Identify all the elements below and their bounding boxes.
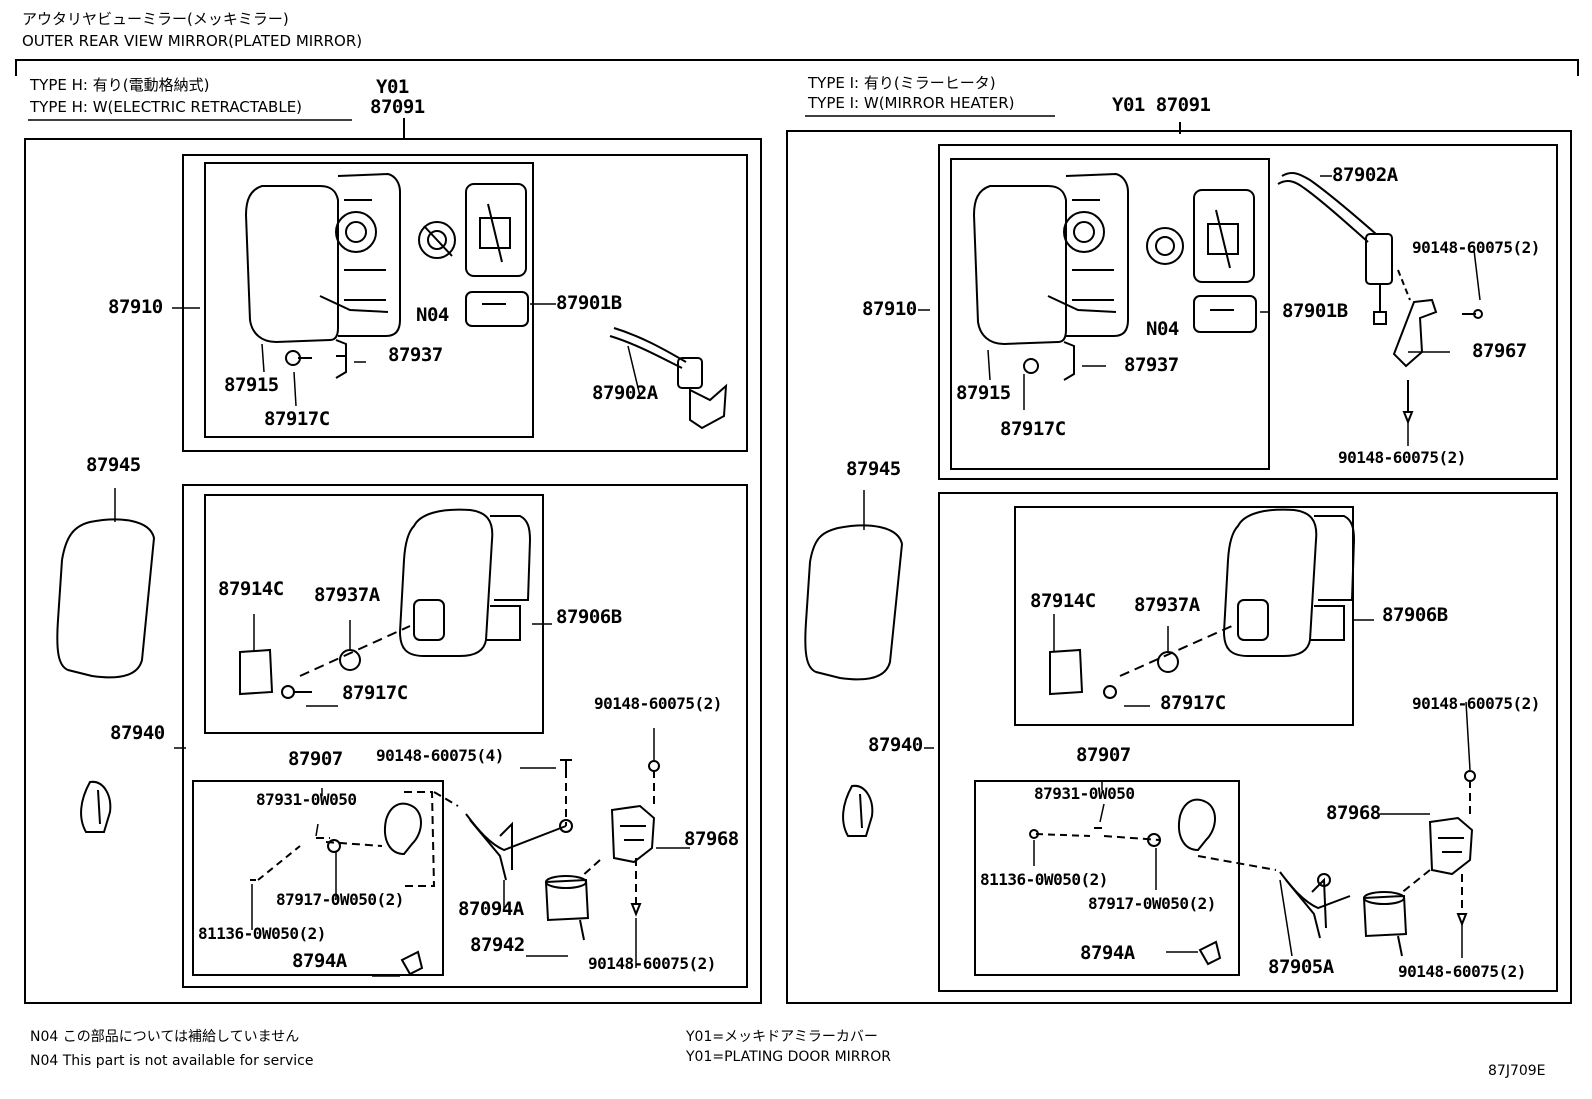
left-part-87940: 87940 — [110, 722, 165, 744]
left-part-87910: 87910 — [108, 296, 163, 318]
left-part-90148-2b: 90148-60075(2) — [588, 954, 716, 973]
right-part-87907: 87907 — [1076, 744, 1131, 766]
right-part-87902A: 87902A — [1332, 164, 1398, 186]
right-type-en: TYPE I: W(MIRROR HEATER) — [808, 94, 1015, 112]
right-part-87937: 87937 — [1124, 354, 1179, 376]
left-assembly-number: 87091 — [370, 96, 425, 118]
right-part-87914C: 87914C — [1030, 590, 1096, 612]
left-part-N04: N04 — [416, 304, 449, 326]
left-part-90148-4: 90148-60075(4) — [376, 746, 504, 765]
diagram-code: 87J709E — [1488, 1063, 1546, 1079]
right-87907-box — [974, 780, 1240, 976]
right-mirror-glass-upper — [972, 172, 1483, 425]
left-cover-inner-box — [204, 494, 544, 734]
right-upper-inner-box — [950, 158, 1270, 470]
right-part-N04: N04 — [1146, 318, 1179, 340]
left-part-87902A: 87902A — [592, 382, 658, 404]
left-lower-group-box — [182, 484, 748, 988]
left-part-8794A: 8794A — [292, 950, 347, 972]
footer-note-jp: N04 この部品については補給していません — [30, 1029, 300, 1045]
right-cover-inner-box — [1014, 506, 1354, 726]
right-part-87917-0W050: 87917-0W050(2) — [1088, 894, 1216, 913]
right-mirror-cover-87906B — [1049, 508, 1356, 699]
left-part-87914C: 87914C — [218, 578, 284, 600]
leader-lines — [114, 175, 1481, 977]
right-part-87967: 87967 — [1472, 340, 1527, 362]
left-part-87917-0W050: 87917-0W050(2) — [276, 890, 404, 909]
right-part-87945: 87945 — [846, 458, 901, 480]
right-part-90148-2d: 90148-60075(2) — [1398, 962, 1526, 981]
left-type-jp: TYPE H: 有り(電動格納式) — [30, 76, 210, 94]
left-part-87917C-b: 87917C — [342, 682, 408, 704]
left-part-87942: 87942 — [470, 934, 525, 956]
left-part-87917C: 87917C — [264, 408, 330, 430]
left-code: Y01 — [376, 76, 409, 98]
right-part-87917C: 87917C — [1000, 418, 1066, 440]
right-part-87905A: 87905A — [1268, 956, 1334, 978]
left-part-87945: 87945 — [86, 454, 141, 476]
left-mirror-glass-upper — [244, 172, 728, 430]
right-retract-mechanism — [1029, 770, 1476, 966]
right-part-87937A: 87937A — [1134, 594, 1200, 616]
right-part-87901B: 87901B — [1282, 300, 1348, 322]
footer-note-en: N04 This part is not available for servi… — [30, 1053, 314, 1069]
right-part-87940: 87940 — [868, 734, 923, 756]
left-part-87931: 87931-0W050 — [256, 790, 357, 809]
title-jp: アウタリヤビューミラー(メッキミラー) — [22, 10, 289, 28]
left-assembly-frame — [24, 138, 762, 1004]
left-mirror-cover-87906B — [239, 508, 532, 699]
left-part-87094A: 87094A — [458, 898, 524, 920]
right-assembly-number: Y01 87091 — [1112, 94, 1211, 116]
left-part-87968: 87968 — [684, 828, 739, 850]
left-part-87915: 87915 — [224, 374, 279, 396]
footer-y01-en: Y01=PLATING DOOR MIRROR — [686, 1049, 892, 1065]
left-part-87907: 87907 — [288, 748, 343, 770]
right-part-81136: 81136-0W050(2) — [980, 870, 1108, 889]
left-part-87937A: 87937A — [314, 584, 380, 606]
left-part-90148-2a: 90148-60075(2) — [594, 694, 722, 713]
right-part-87917C-b: 87917C — [1160, 692, 1226, 714]
right-type-jp: TYPE I: 有り(ミラーヒータ) — [808, 74, 996, 92]
right-upper-group-box — [938, 144, 1558, 480]
right-part-90148-2a: 90148-60075(2) — [1412, 238, 1540, 257]
right-part-8794A: 8794A — [1080, 942, 1135, 964]
left-87907-box — [192, 780, 444, 976]
right-part-87968: 87968 — [1326, 802, 1381, 824]
left-part-87937: 87937 — [388, 344, 443, 366]
left-part-87901B: 87901B — [556, 292, 622, 314]
left-outer-mirror-87945 — [56, 518, 156, 833]
right-outer-mirror-87945 — [804, 524, 904, 837]
right-assembly-frame — [786, 130, 1572, 1004]
left-part-87906B: 87906B — [556, 606, 622, 628]
right-part-87906B: 87906B — [1382, 604, 1448, 626]
right-part-90148-2b: 90148-60075(2) — [1338, 448, 1466, 467]
left-upper-group-box — [182, 154, 748, 452]
right-part-87931: 87931-0W050 — [1034, 784, 1135, 803]
left-part-81136: 81136-0W050(2) — [198, 924, 326, 943]
title-en: OUTER REAR VIEW MIRROR(PLATED MIRROR) — [22, 32, 363, 50]
footer-y01-jp: Y01=メッキドアミラーカバー — [686, 1029, 878, 1045]
right-part-87915: 87915 — [956, 382, 1011, 404]
left-upper-inner-box — [204, 162, 534, 438]
left-retract-mechanism — [250, 759, 660, 976]
right-part-90148-2c: 90148-60075(2) — [1412, 694, 1540, 713]
left-type-en: TYPE H: W(ELECTRIC RETRACTABLE) — [30, 98, 303, 116]
right-lower-group-box — [938, 492, 1558, 992]
right-part-87910: 87910 — [862, 298, 917, 320]
